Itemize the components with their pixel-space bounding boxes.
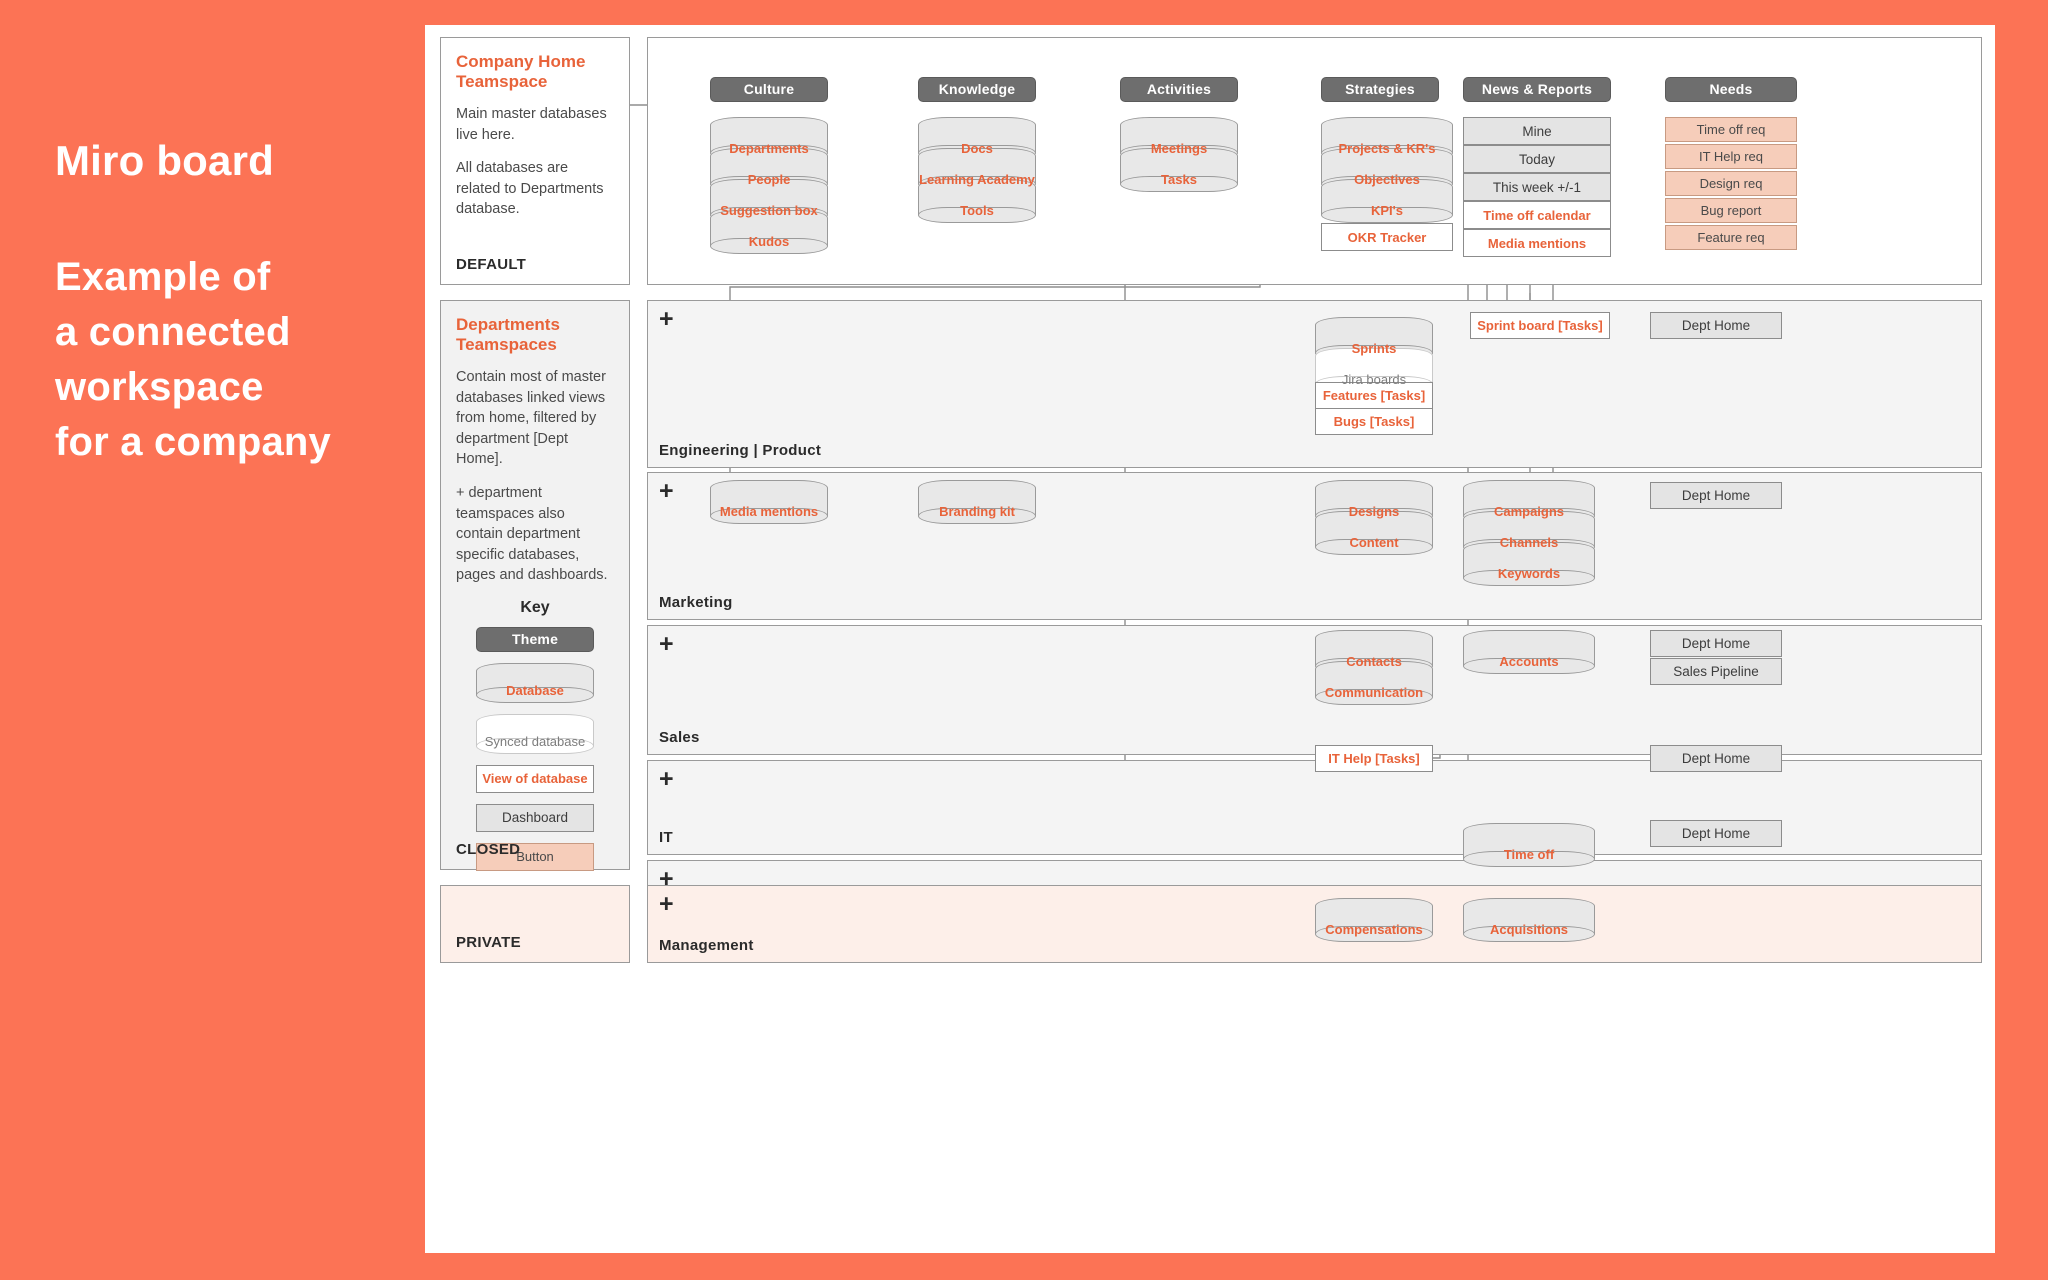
db-accounts[interactable]: Accounts — [1463, 630, 1595, 674]
db-docs[interactable]: Docs — [918, 117, 1036, 161]
db-time-off[interactable]: Time off — [1463, 823, 1595, 867]
dashboard-today[interactable]: Today — [1463, 145, 1611, 173]
view-sprint-board-tasks[interactable]: Sprint board [Tasks] — [1470, 312, 1610, 339]
note-tag-closed: CLOSED — [456, 841, 521, 858]
key-row-button: Button — [456, 842, 614, 871]
view-it-help-tasks[interactable]: IT Help [Tasks] — [1315, 745, 1433, 772]
db-media-mentions-marketing[interactable]: Media mentions — [710, 480, 828, 524]
board-canvas: Company Home Teamspace Main master datab… — [425, 25, 1995, 1253]
theme-needs[interactable]: Needs — [1665, 77, 1797, 102]
panel-label: Marketing — [659, 594, 733, 611]
hero: Miro board Example of a connected worksp… — [55, 135, 425, 470]
dashboard-dept-home-sales[interactable]: Dept Home — [1650, 630, 1782, 657]
note-paragraph: Contain most of master databases linked … — [456, 369, 606, 468]
dashboard-dept-home-it[interactable]: Dept Home — [1650, 745, 1782, 772]
key-swatch-database: Database — [476, 662, 594, 703]
add-icon[interactable]: + — [659, 890, 674, 918]
add-icon[interactable]: + — [659, 765, 674, 793]
db-tasks[interactable]: Tasks — [1120, 148, 1238, 192]
add-icon[interactable]: + — [659, 305, 674, 333]
dashboard-dept-home-engineering[interactable]: Dept Home — [1650, 312, 1782, 339]
hero-title: Miro board — [55, 137, 274, 184]
add-icon[interactable]: + — [659, 630, 674, 658]
db-departments[interactable]: Departments — [710, 117, 828, 161]
key-swatch-theme: Theme — [476, 626, 594, 652]
note-paragraph: Main master databases live here. — [456, 106, 607, 143]
view-features-tasks[interactable]: Features [Tasks] — [1315, 382, 1433, 409]
key-heading: Key — [520, 598, 550, 616]
note-company-home: Company Home Teamspace Main master datab… — [440, 37, 630, 285]
note-private: PRIVATE — [440, 885, 630, 963]
db-designs[interactable]: Designs — [1315, 480, 1433, 524]
panel-label: Sales — [659, 729, 700, 746]
button-bug-report[interactable]: Bug report — [1665, 198, 1797, 223]
view-time-off-calendar[interactable]: Time off calendar — [1463, 201, 1611, 229]
panel-sales: + Sales — [647, 625, 1982, 755]
db-meetings[interactable]: Meetings — [1120, 117, 1238, 161]
note-paragraph: All databases are related to Departments… — [456, 160, 604, 218]
db-projects-krs[interactable]: Projects & KR's — [1321, 117, 1453, 161]
db-compensations[interactable]: Compensations — [1315, 898, 1433, 942]
button-time-off-req[interactable]: Time off req — [1665, 117, 1797, 142]
key-row-synced-database: Synced database — [456, 713, 614, 754]
note-departments: Departments Teamspaces Contain most of m… — [440, 300, 630, 871]
hero-subtitle: Example of a connected workspace for a c… — [55, 254, 331, 465]
db-learning-academy[interactable]: Learning Academy — [918, 148, 1036, 192]
key-swatch-dashboard: Dashboard — [476, 803, 594, 832]
db-contacts[interactable]: Contacts — [1315, 630, 1433, 674]
db-acquisitions[interactable]: Acquisitions — [1463, 898, 1595, 942]
db-objectives[interactable]: Objectives — [1321, 148, 1453, 192]
button-feature-req[interactable]: Feature req — [1665, 225, 1797, 250]
panel-management: + Management — [647, 885, 1982, 963]
db-campaigns[interactable]: Campaigns — [1463, 480, 1595, 524]
button-design-req[interactable]: Design req — [1665, 171, 1797, 196]
key-swatch-synced-database: Synced database — [476, 713, 594, 754]
theme-culture[interactable]: Culture — [710, 77, 828, 102]
add-icon[interactable]: + — [659, 477, 674, 505]
note-tag-private: PRIVATE — [456, 934, 521, 951]
db-keywords[interactable]: Keywords — [1463, 542, 1595, 586]
view-bugs-tasks[interactable]: Bugs [Tasks] — [1315, 408, 1433, 435]
button-it-help-req[interactable]: IT Help req — [1665, 144, 1797, 169]
view-media-mentions[interactable]: Media mentions — [1463, 229, 1611, 257]
db-communication[interactable]: Communication — [1315, 661, 1433, 705]
key-swatch-button: Button — [476, 842, 594, 871]
key-row-theme: Theme — [456, 626, 614, 652]
key-row-database: Database — [456, 662, 614, 703]
key-swatch-view: View of database — [476, 764, 594, 793]
dashboard-this-week[interactable]: This week +/-1 — [1463, 173, 1611, 201]
key-row-dashboard: Dashboard — [456, 803, 614, 832]
view-okr-tracker[interactable]: OKR Tracker — [1321, 223, 1453, 251]
dashboard-dept-home-marketing[interactable]: Dept Home — [1650, 482, 1782, 509]
db-kpis[interactable]: KPI's — [1321, 179, 1453, 223]
panel-label: Engineering | Product — [659, 442, 822, 459]
db-kudos[interactable]: Kudos — [710, 210, 828, 254]
note-title: Departments Teamspaces — [456, 315, 560, 355]
db-content[interactable]: Content — [1315, 511, 1433, 555]
theme-strategies[interactable]: Strategies — [1321, 77, 1439, 102]
db-branding-kit[interactable]: Branding kit — [918, 480, 1036, 524]
dashboard-dept-home-hr[interactable]: Dept Home — [1650, 820, 1782, 847]
key-row-view: View of database — [456, 764, 614, 793]
db-sprints[interactable]: Sprints — [1315, 317, 1433, 361]
theme-knowledge[interactable]: Knowledge — [918, 77, 1036, 102]
db-tools[interactable]: Tools — [918, 179, 1036, 223]
panel-marketing: + Marketing — [647, 472, 1982, 620]
dashboard-mine[interactable]: Mine — [1463, 117, 1611, 145]
note-paragraph: + department teamspaces also contain dep… — [456, 484, 608, 584]
theme-news-reports[interactable]: News & Reports — [1463, 77, 1611, 102]
theme-activities[interactable]: Activities — [1120, 77, 1238, 102]
panel-label: Management — [659, 937, 754, 954]
panel-label: IT — [659, 829, 673, 846]
dashboard-sales-pipeline[interactable]: Sales Pipeline — [1650, 658, 1782, 685]
note-tag-default: DEFAULT — [456, 256, 527, 273]
note-title: Company Home Teamspace — [456, 52, 586, 92]
